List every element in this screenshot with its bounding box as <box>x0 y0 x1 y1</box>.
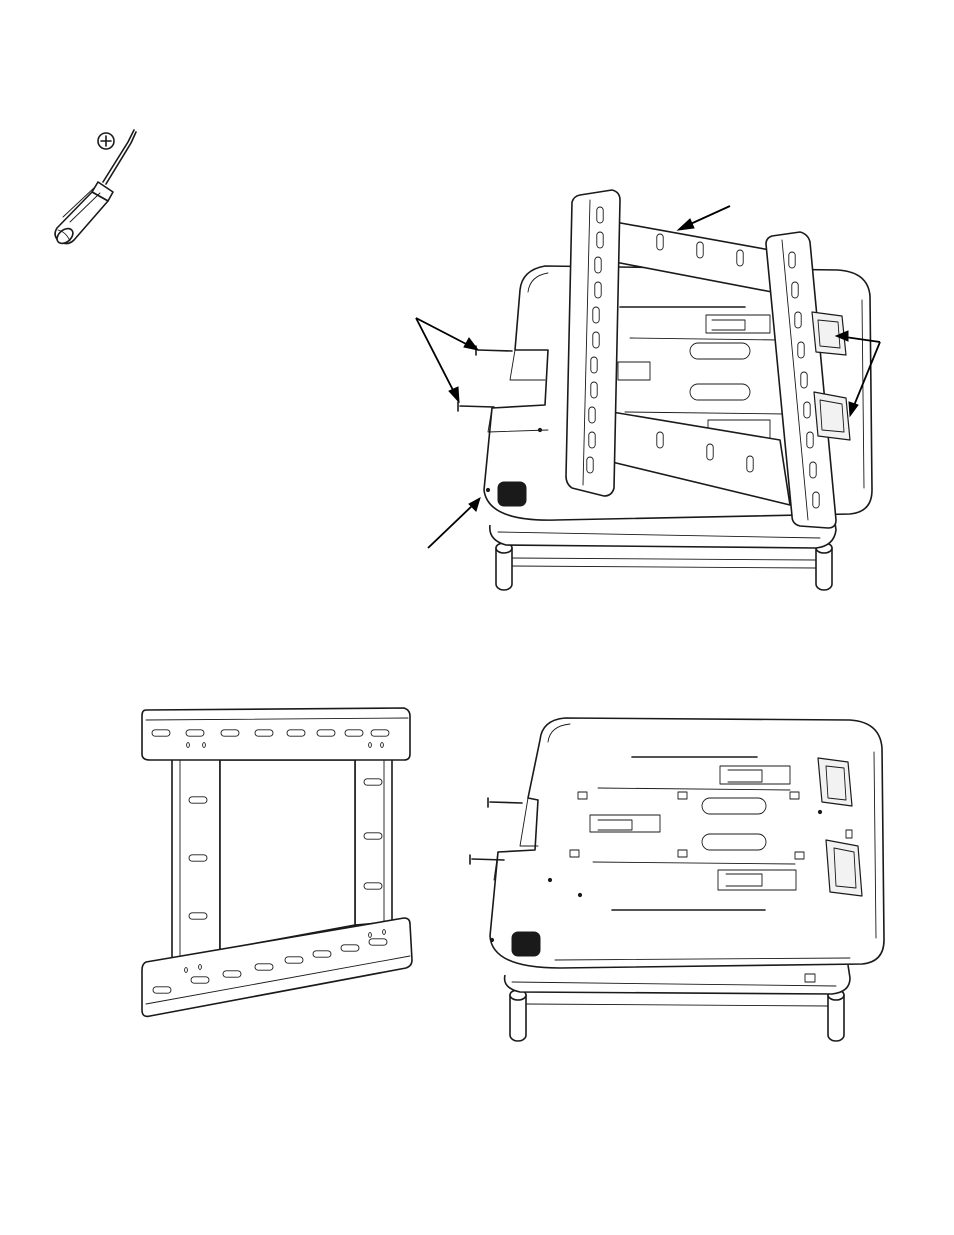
screws <box>458 346 512 411</box>
brackets-view <box>142 708 412 1016</box>
bracket-top <box>142 708 410 760</box>
phillips-screwdriver-icon <box>54 130 136 246</box>
display-back-view <box>470 718 884 1041</box>
wall-plate-center <box>220 760 355 950</box>
assembled-view <box>458 190 872 590</box>
support-rods <box>496 543 832 590</box>
adapter-bracket-left <box>566 190 620 496</box>
